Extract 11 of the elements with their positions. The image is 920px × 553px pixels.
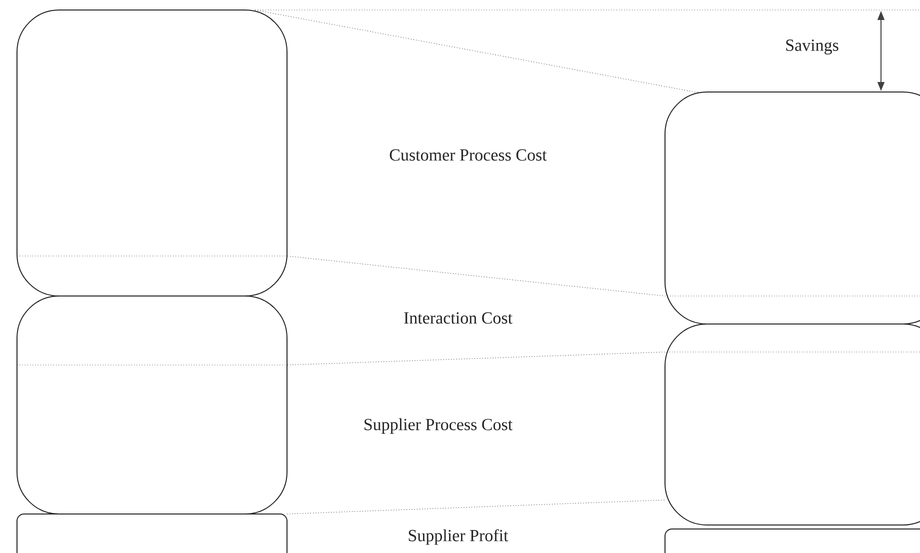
cost-box [16, 10, 288, 296]
cost-label: Supplier Process Cost [364, 418, 513, 434]
cost-label: Customer Process Cost [390, 149, 547, 161]
cost-box [664, 324, 920, 526]
cost-box [16, 296, 288, 514]
cost-box [664, 92, 920, 324]
cost-box [664, 528, 920, 553]
cost-label: Savings [786, 40, 838, 54]
cost-label: Supplier Profit [408, 529, 508, 545]
cost-box [16, 514, 288, 553]
cost-label: Interaction Cost [404, 312, 512, 324]
